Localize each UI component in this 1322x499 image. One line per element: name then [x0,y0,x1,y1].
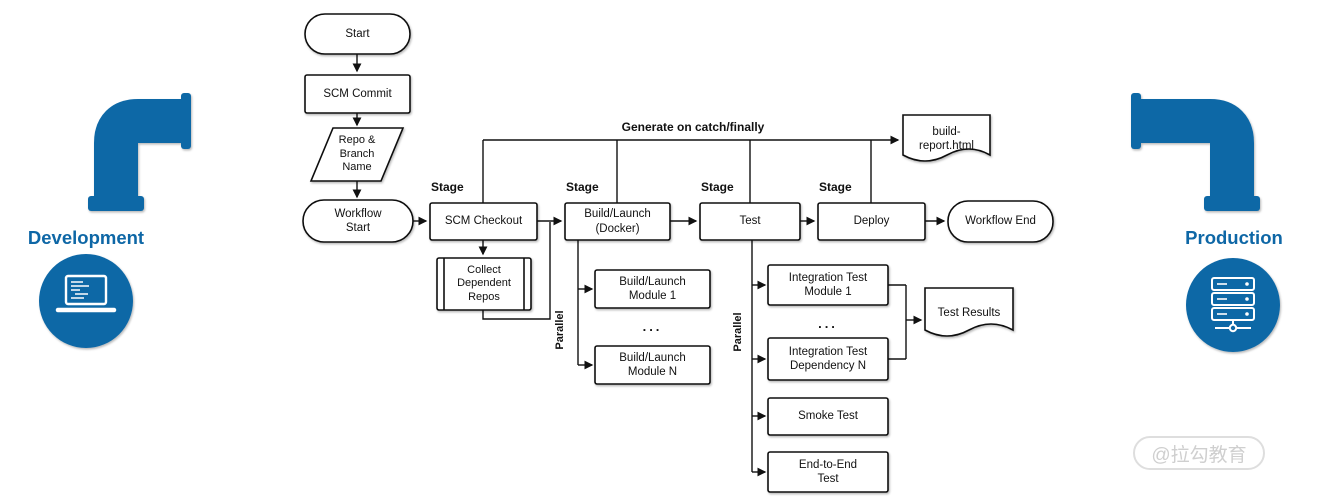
node-scm-commit-shape [304,74,411,114]
node-integration-dep-n-shape [767,337,889,381]
generate-note: Generate on catch/finally [621,120,765,134]
pipe-flange [1204,196,1260,211]
parallel-label-build: Parallel [554,310,566,350]
stage-tag-checkout: Stage [431,180,464,194]
node-build-module-1-shape [594,269,711,309]
node-build-module-n-label: Build/Launch Module N [619,351,686,378]
node-integration-module-1-label: Integration Test Module 1 [788,271,868,298]
stage-tag-deploy: Stage [819,180,852,194]
flow-shapes [302,13,1054,493]
connector-loopback [482,222,551,320]
node-integration-dep-n-label: Integration Test Dependency N [788,345,868,372]
node-repo-branch-label: Repo & Branch Name [338,134,376,174]
development-label: Development [27,227,145,248]
node-test-results-label: Test Results [937,306,1001,319]
dev-circle-bg [39,254,133,348]
node-workflow-start-label: Workflow Start [334,207,382,234]
development-pipe-icon [88,93,191,211]
node-test-label: Test [739,215,761,228]
node-deploy-label: Deploy [853,215,890,228]
stage-tag-build: Stage [566,180,599,194]
stage-tag-test: Stage [701,180,734,194]
pipe-elbow [1136,99,1254,200]
node-e2e-test-label: End-to-End Test [798,458,858,485]
node-test-shape [699,202,801,241]
laptop-icon [55,274,117,313]
node-start-label: Start [345,27,370,40]
node-repo-branch-shape [309,127,405,182]
node-build-report-shape [902,114,991,162]
parallel-label-test: Parallel [732,312,744,352]
node-build-module-n-shape [594,345,711,385]
node-build-module-1-label: Build/Launch Module 1 [619,275,686,302]
node-collect-repos-shape [436,257,532,311]
node-build-report-label: build- report.html [919,125,974,152]
node-e2e-test-shape [767,451,889,493]
node-scm-checkout-shape [429,202,538,241]
node-smoke-test-shape [767,397,889,436]
production-pipe-icon [1131,93,1260,211]
node-scm-commit-label: SCM Commit [323,87,392,100]
node-test-results-shape [924,287,1014,337]
node-build-launch-label: Build/Launch (Docker) [584,208,651,235]
node-workflow-start-shape [302,199,414,243]
ellipsis-build: ... [642,319,663,335]
pipe-flange [181,93,191,149]
production-label: Production [1185,227,1283,248]
pipe-elbow [94,99,186,200]
node-workflow-end-shape [947,200,1054,243]
node-build-launch-shape [564,202,671,241]
development-circle [39,254,133,348]
node-start-shape [304,13,411,55]
pipe-flange [88,196,144,211]
node-collect-repos-label: Collect Dependent Repos [457,263,511,303]
pipe-flange [1131,93,1141,149]
node-deploy-shape [817,202,926,241]
production-circle [1186,258,1280,352]
server-icon [1211,277,1255,333]
ellipsis-test: ... [818,316,838,332]
flow-connectors [352,54,946,477]
node-integration-module-1-shape [767,264,889,306]
watermark-badge: @拉勾教育 [1133,436,1265,470]
node-smoke-test-label: Smoke Test [798,410,858,423]
node-scm-checkout-label: SCM Checkout [444,215,523,228]
node-workflow-end-label: Workflow End [965,215,1036,228]
